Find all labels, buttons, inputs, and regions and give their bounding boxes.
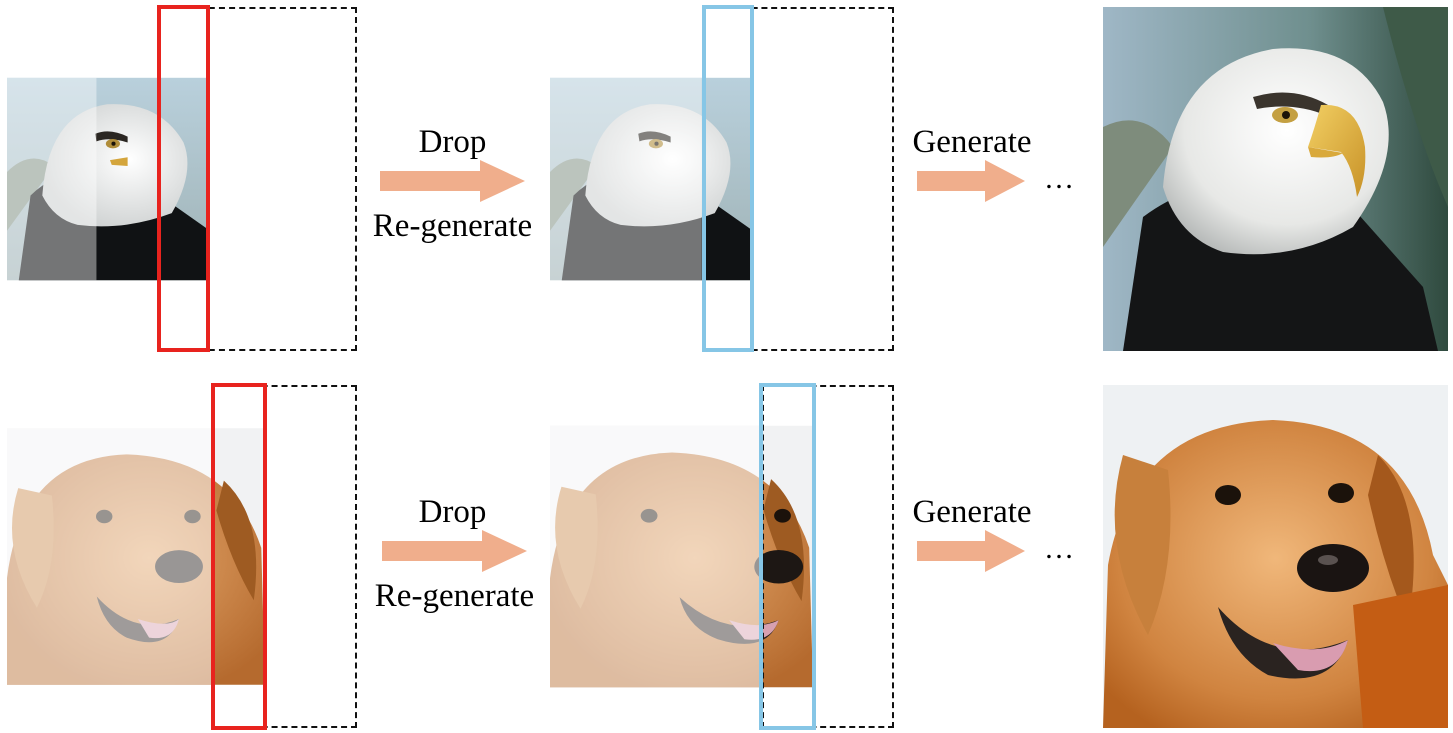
drop-label: Drop <box>418 494 487 530</box>
ellipsis: … <box>1044 532 1075 565</box>
regenerate-label: Re-generate <box>374 578 535 614</box>
eagle-regenerated-strip-frame <box>702 5 754 352</box>
ellipsis: … <box>1044 162 1075 195</box>
arrow-right-icon <box>382 530 527 572</box>
eagle-generated-image <box>1103 7 1448 351</box>
dog-input-image <box>7 385 265 728</box>
dog-generated-image <box>1103 385 1448 728</box>
dog-drop-strip-frame <box>211 383 267 730</box>
dog-regenerated-image <box>550 385 813 728</box>
regenerate-label: Re-generate <box>372 208 533 244</box>
generate-label: Generate <box>912 124 1032 160</box>
arrow-right-icon <box>917 530 1025 572</box>
dog-regenerated-strip-frame <box>759 383 816 730</box>
dog-regenerated-region-outline <box>762 385 894 728</box>
drop-label: Drop <box>418 124 487 160</box>
arrow-right-icon <box>917 160 1025 202</box>
eagle-input-image <box>7 7 210 351</box>
generate-label: Generate <box>912 494 1032 530</box>
arrow-right-icon <box>380 160 525 202</box>
eagle-drop-strip-frame <box>157 5 210 352</box>
